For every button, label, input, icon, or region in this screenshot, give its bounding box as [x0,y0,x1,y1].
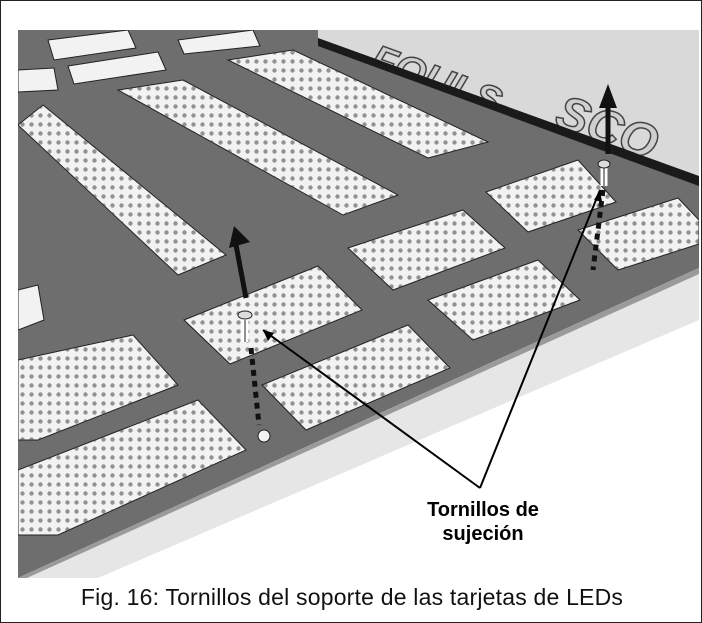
led-cards [18,30,699,536]
figure-caption: Fig. 16: Tornillos del soporte de las ta… [80,584,624,610]
fixing-screw-left [237,310,271,443]
callout-line-1: Tornillos de [427,499,539,521]
scoreboard-illustration: FOULS SCO [18,30,699,578]
lift-arrow-left [229,226,250,299]
fixing-screw-right [590,159,611,271]
lift-arrow-right [599,84,617,154]
callout-leaders [262,189,602,489]
callout-label: Tornillos de sujeción [408,498,558,546]
callout-line-2: sujeción [442,523,524,545]
